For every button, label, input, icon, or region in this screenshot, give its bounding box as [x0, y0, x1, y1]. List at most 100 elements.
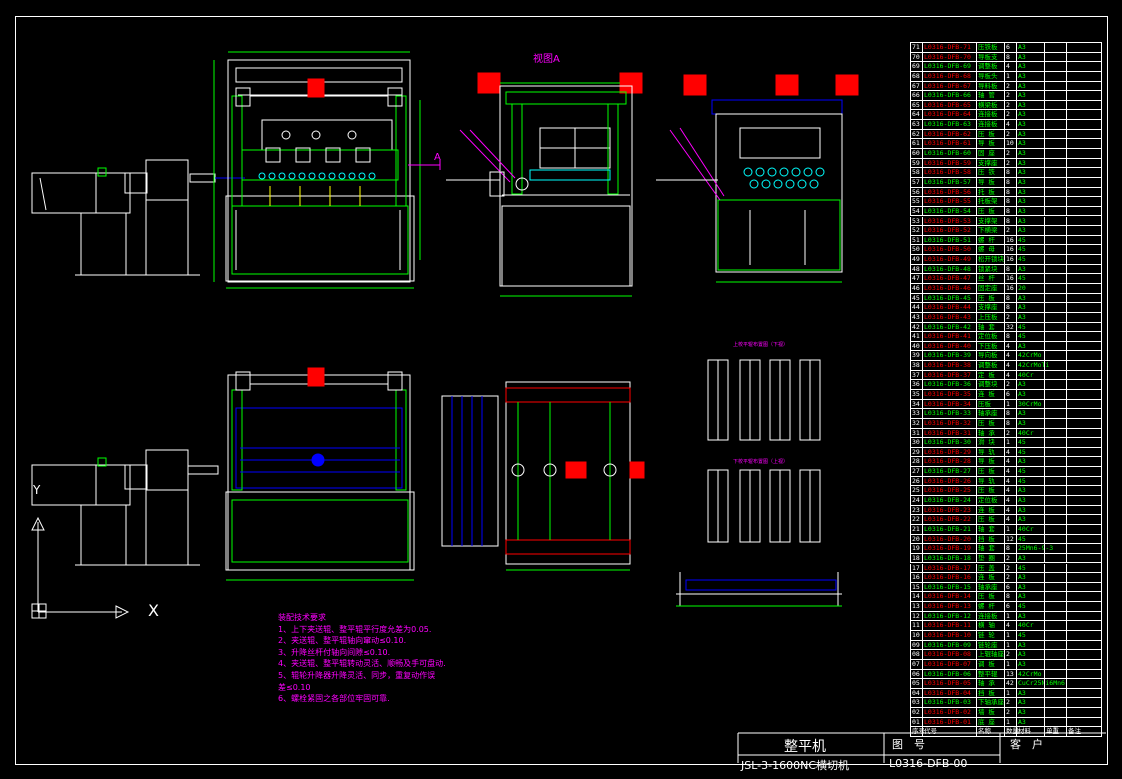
table-cell — [1044, 476, 1066, 486]
table-cell: 02 — [910, 708, 922, 717]
table-cell: 滑 块 — [976, 438, 1004, 447]
table-cell: 1 — [1004, 640, 1016, 650]
table-cell: L0316-DFB-63 — [922, 120, 976, 129]
table-cell — [1066, 630, 1102, 640]
table-cell — [1066, 640, 1102, 650]
table-cell: 导 板 — [976, 139, 1004, 148]
table-cell: 轴 套 — [976, 544, 1004, 553]
table-cell: 45 — [1016, 630, 1044, 640]
table-cell — [1066, 524, 1102, 534]
table-cell: L0316-DFB-44 — [922, 303, 976, 312]
table-cell — [1066, 110, 1102, 120]
table-cell: 22 — [910, 515, 922, 524]
table-cell: L0316-DFB-07 — [922, 659, 976, 669]
table-cell — [1044, 245, 1066, 255]
table-cell: A3 — [1016, 457, 1044, 467]
table-cell: 固 座 — [976, 149, 1004, 158]
lower-roller-layout — [707, 469, 821, 543]
table-cell: A3 — [1016, 129, 1044, 139]
section-view-a — [446, 72, 643, 297]
table-cell: 压 板 — [976, 515, 1004, 524]
table-cell: A3 — [1016, 110, 1044, 120]
table-cell: 41 — [910, 332, 922, 341]
table-cell: 1 — [1004, 717, 1016, 727]
table-cell: 导板支 — [976, 52, 1004, 62]
table-cell: 8 — [1004, 197, 1016, 206]
table-cell: 下横梁 — [976, 226, 1004, 235]
table-cell: 51 — [910, 235, 922, 245]
table-cell: 21 — [910, 524, 922, 534]
table-cell: L0316-DFB-67 — [922, 81, 976, 91]
table-cell: L0316-DFB-42 — [922, 322, 976, 332]
table-cell — [1066, 62, 1102, 71]
table-cell — [1044, 496, 1066, 505]
table-cell — [1044, 573, 1066, 582]
table-cell — [1044, 197, 1066, 206]
table-cell: L0316-DFB-53 — [922, 216, 976, 226]
table-cell — [1044, 226, 1066, 235]
table-cell: 09 — [910, 640, 922, 650]
table-cell — [1044, 563, 1066, 573]
table-cell: L0316-DFB-24 — [922, 496, 976, 505]
drawing-number: L0316-DFB-00 — [889, 757, 968, 770]
table-cell: 螺 母 — [976, 245, 1004, 255]
table-cell: 导 轨 — [976, 447, 1004, 457]
table-cell: 8 — [1004, 592, 1016, 602]
table-cell — [1066, 573, 1102, 582]
table-cell: 14 — [910, 592, 922, 602]
table-cell: 压 板 — [976, 293, 1004, 303]
table-cell — [1044, 380, 1066, 389]
table-cell: 压 板 — [976, 486, 1004, 495]
table-cell — [1066, 283, 1102, 293]
table-cell: 40Cr — [1016, 621, 1044, 630]
table-cell: 6 — [1004, 43, 1016, 52]
table-cell — [1066, 245, 1102, 255]
table-cell: 16 — [1004, 235, 1016, 245]
table-cell: L0316-DFB-04 — [922, 688, 976, 698]
table-cell — [1044, 361, 1066, 370]
table-cell: 20 — [910, 534, 922, 544]
table-cell — [1044, 255, 1066, 264]
table-cell — [1044, 71, 1066, 81]
table-cell: 2 — [1004, 428, 1016, 438]
table-cell — [1066, 91, 1102, 100]
table-cell: 2 — [1004, 650, 1016, 659]
table-cell — [1066, 332, 1102, 341]
table-cell: 4 — [1004, 467, 1016, 476]
notes-title: 装配技术要求 — [278, 613, 326, 622]
table-cell: 4 — [1004, 341, 1016, 351]
table-cell — [1044, 457, 1066, 467]
table-cell — [1066, 611, 1102, 621]
table-cell: 备注 — [1066, 727, 1102, 736]
note-item: 2、夹送辊、整平辊轴向窜动≤0.10. — [278, 636, 407, 646]
table-cell — [1044, 168, 1066, 177]
table-cell: L0316-DFB-25 — [922, 486, 976, 495]
section-mark: A — [434, 152, 441, 163]
table-cell: 16 — [1004, 245, 1016, 255]
table-cell — [1066, 602, 1102, 611]
table-cell: 螺 杆 — [976, 235, 1004, 245]
table-cell — [1066, 361, 1102, 370]
table-cell: L0316-DFB-27 — [922, 467, 976, 476]
table-cell: 25 — [910, 486, 922, 495]
table-cell: 下压板 — [976, 341, 1004, 351]
front-elevation-view — [31, 51, 441, 289]
table-cell: 45 — [910, 293, 922, 303]
table-cell: A3 — [1016, 640, 1044, 650]
table-cell: 11 — [910, 621, 922, 630]
table-cell: 托板架 — [976, 197, 1004, 206]
table-cell — [1044, 303, 1066, 312]
table-cell: 代号 — [922, 727, 976, 736]
table-cell: L0316-DFB-41 — [922, 332, 976, 341]
